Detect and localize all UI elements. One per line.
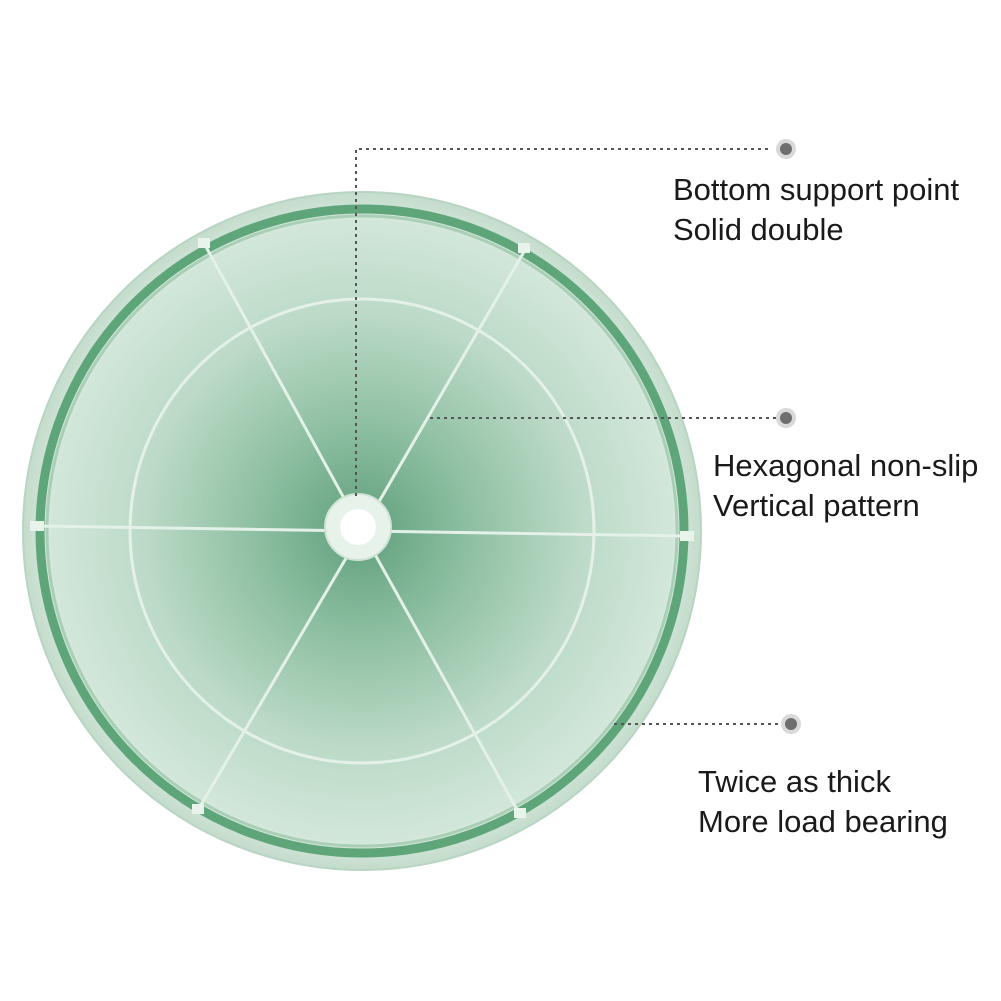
tray-radial-ribs <box>34 243 690 817</box>
rim-tabs <box>30 238 694 818</box>
callout-line: Twice as thick <box>698 764 891 799</box>
rim-tab <box>680 531 694 541</box>
callout-non-slip: Hexagonal non-slip Vertical pattern <box>713 446 978 526</box>
callout-line: Bottom support point <box>673 172 960 207</box>
rib-line <box>196 529 364 812</box>
rim-tab <box>518 243 530 253</box>
callout-line: More load bearing <box>698 804 948 839</box>
bullet-dot-icon <box>780 412 792 424</box>
leader-line-support-point <box>355 148 772 496</box>
bullet-dot-icon <box>785 718 797 730</box>
rib-line <box>360 248 527 533</box>
callout-line: Vertical pattern <box>713 488 920 523</box>
callout-thickness: Twice as thick More load bearing <box>698 762 948 842</box>
leader-lines <box>355 148 781 725</box>
rim-tab <box>514 808 526 818</box>
rib-line <box>360 529 690 538</box>
bullet-dot-icon <box>780 143 792 155</box>
rib-line <box>34 524 364 533</box>
center-hole <box>340 509 376 545</box>
rib-line <box>360 529 522 817</box>
rib-line <box>203 243 364 533</box>
tray-band-highlight <box>45 214 679 848</box>
rim-tab <box>30 521 44 531</box>
rim-tab <box>198 238 210 248</box>
marker-dots <box>776 139 801 734</box>
callout-line: Solid double <box>673 212 844 247</box>
callout-support-point: Bottom support point Solid double <box>673 170 959 250</box>
rim-tab <box>192 804 204 814</box>
callout-line: Hexagonal non-slip <box>713 448 979 483</box>
tray-inner-ring <box>128 297 596 765</box>
